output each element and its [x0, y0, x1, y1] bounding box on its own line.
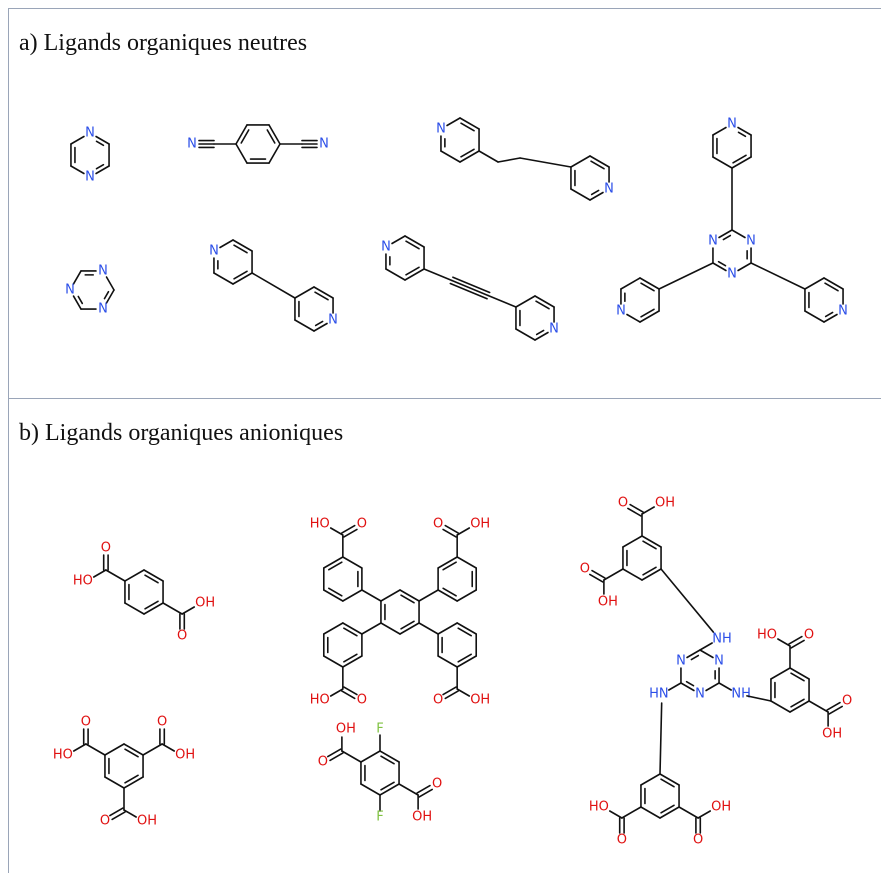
molecule-pyrazine: NN — [70, 126, 110, 185]
atom-label: OH — [175, 748, 195, 763]
atom-label: OH — [655, 496, 675, 511]
atom-label: N — [549, 322, 559, 337]
atom-label: OH — [470, 517, 490, 532]
atom-label: O — [433, 517, 443, 532]
atom-label: N — [209, 244, 219, 259]
molecule-bispyridylethyne: NN — [381, 235, 559, 341]
atom-label: N — [838, 304, 848, 319]
atom-label: NH — [712, 632, 732, 647]
atom-label: N — [708, 234, 718, 249]
molecule-bispyridylethane: NN — [436, 117, 614, 201]
atom-label: N — [714, 654, 724, 669]
atom-label: O — [101, 541, 111, 556]
atom-label: F — [376, 810, 383, 825]
molecule-triazine: N N N — [65, 263, 115, 317]
atom-label: N — [727, 117, 737, 132]
atom-label: HO — [310, 517, 330, 532]
atom-label: O — [580, 562, 590, 577]
atom-label: HO — [589, 800, 609, 815]
atom-label: O — [842, 694, 852, 709]
atom-label: O — [618, 496, 628, 511]
atom-label: OH — [412, 810, 432, 825]
atom-label: OH — [470, 693, 490, 708]
atom-label: HN — [649, 687, 669, 702]
atom-label: O — [357, 517, 367, 532]
atom-label: O — [804, 628, 814, 643]
atom-label: HO — [310, 693, 330, 708]
molecule-difluoroterephthalic-acid: O OH O OH F F — [318, 722, 443, 825]
molecule-terephthalic-acid: O HO O OH — [73, 541, 215, 644]
atom-label: O — [433, 693, 443, 708]
atom-label: OH — [336, 722, 356, 737]
atom-label: N — [695, 687, 705, 702]
atom-label: O — [100, 814, 110, 829]
atom-label: N — [98, 263, 108, 278]
atom-label: O — [177, 629, 187, 644]
atom-label: O — [432, 777, 442, 792]
atom-label: HO — [757, 628, 777, 643]
panel-a-title: a) Ligands organiques neutres — [19, 30, 308, 56]
atom-label: N — [319, 137, 329, 152]
atom-label: N — [85, 170, 95, 185]
atom-label: N — [616, 304, 626, 319]
atom-label: O — [157, 715, 167, 730]
atom-label: O — [617, 833, 627, 848]
atom-label: OH — [195, 596, 215, 611]
atom-label: N — [187, 137, 197, 152]
atom-label: O — [81, 715, 91, 730]
atom-label: OH — [598, 595, 618, 610]
atom-label: N — [746, 234, 756, 249]
atom-label: N — [381, 240, 391, 255]
atom-label: HO — [73, 574, 93, 589]
atom-label: F — [376, 722, 383, 737]
atom-label: N — [65, 283, 75, 298]
molecule-bipyridine: NN — [209, 239, 338, 332]
atom-label: N — [328, 313, 338, 328]
atom-label: OH — [711, 800, 731, 815]
atom-label: O — [357, 693, 367, 708]
atom-label: OH — [822, 727, 842, 742]
atom-label: HO — [53, 748, 73, 763]
atom-label: N — [98, 302, 108, 317]
atom-label: N — [436, 122, 446, 137]
panel-b-title: b) Ligands organiques anioniques — [19, 420, 344, 446]
atom-label: N — [676, 654, 686, 669]
panel-neutral-ligands: a) Ligands organiques neutres — [8, 8, 881, 398]
atom-label: N — [85, 126, 95, 141]
atom-label: O — [318, 755, 328, 770]
panel-anionic-ligands: b) Ligands organiques anioniques — [8, 398, 881, 873]
molecule-tripyridyltriazine: N N N N N N — [616, 117, 848, 323]
atom-label: OH — [137, 814, 157, 829]
atom-label: N — [727, 267, 737, 282]
atom-label: O — [693, 833, 703, 848]
atom-label: NH — [731, 687, 751, 702]
atom-label: N — [604, 182, 614, 197]
